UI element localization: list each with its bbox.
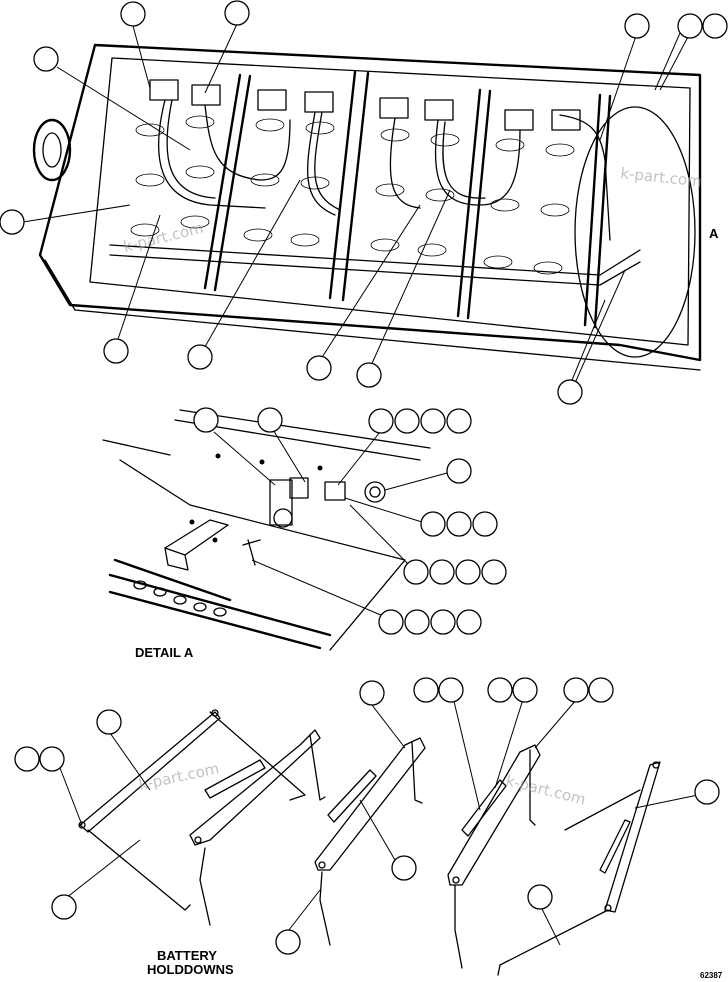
callout-bubble — [394, 408, 420, 434]
callout-bubble — [438, 677, 464, 703]
detail-a-block — [164, 519, 229, 571]
callout-bubble — [224, 0, 250, 26]
callout-bubble — [563, 677, 589, 703]
callout-bubble — [404, 609, 430, 635]
callout-bubble — [120, 1, 146, 27]
divider-bar-3 — [456, 88, 492, 320]
battery-cells — [130, 115, 575, 275]
callout-bubble — [39, 746, 65, 772]
callout-bubble — [378, 609, 404, 635]
callout-bubble — [103, 338, 129, 364]
callout-bubble — [403, 559, 429, 585]
battery-box-outline — [38, 43, 702, 362]
callout-bubble — [51, 894, 77, 920]
callout-bubble — [624, 13, 650, 39]
holddown-4 — [447, 744, 541, 969]
callout-bubble — [487, 677, 513, 703]
callout-bubble — [481, 559, 507, 585]
detail-a-bracket — [242, 477, 386, 566]
callout-bubble — [33, 46, 59, 72]
detail-a-view: DETAIL A — [102, 409, 431, 660]
callout-bubble — [677, 13, 703, 39]
battery-holddowns-label-line2: HOLDDOWNS — [147, 962, 234, 977]
detail-a-circle — [574, 106, 696, 358]
battery-box-inner-rim — [89, 57, 691, 346]
holddown-2 — [189, 729, 326, 926]
callout-bubble — [359, 680, 385, 706]
figure-number: 62387 — [700, 971, 723, 980]
callout-bubble — [14, 746, 40, 772]
callout-bubble — [430, 609, 456, 635]
holddown-3 — [314, 737, 426, 946]
holddown-1 — [78, 709, 306, 911]
lifting-eye — [32, 118, 72, 182]
watermark: k-part.com — [620, 164, 703, 190]
callout-bubble — [420, 408, 446, 434]
battery-holddowns-label-line1: BATTERY — [157, 948, 217, 963]
callout-bubble — [257, 407, 283, 433]
callout-bubble — [446, 511, 472, 537]
detail-a-rail — [108, 558, 332, 650]
callout-bubble — [368, 408, 394, 434]
callout-bubble — [446, 408, 472, 434]
callout-bubble — [187, 344, 213, 370]
callout-bubble — [429, 559, 455, 585]
callout-bubble — [391, 855, 417, 881]
callout-bubble — [275, 929, 301, 955]
callouts-detail-a — [193, 407, 507, 635]
callout-bubble — [588, 677, 614, 703]
detail-a-label: DETAIL A — [135, 645, 194, 660]
callout-bubble — [512, 677, 538, 703]
callout-bubble — [96, 709, 122, 735]
detail-a-rail-slots — [133, 580, 227, 617]
holddown-5 — [497, 761, 661, 976]
battery-cables — [109, 99, 641, 286]
callout-bubble — [446, 458, 472, 484]
callout-bubble — [456, 609, 482, 635]
callout-bubble — [413, 677, 439, 703]
callout-bubble — [472, 511, 498, 537]
battery-holddowns-view: k-part.com k-part.com BATTERY HOLDDOWNS … — [78, 709, 723, 980]
divider-bar-1 — [203, 73, 252, 292]
callout-bubble — [193, 407, 219, 433]
callout-bubble — [702, 13, 728, 39]
callout-bubble — [306, 355, 332, 381]
callout-bubble — [0, 209, 25, 235]
watermark: k-part.com — [504, 771, 588, 808]
callout-bubble — [356, 362, 382, 388]
callout-bubble — [557, 379, 583, 405]
callout-bubble — [527, 884, 553, 910]
callouts-holddowns — [14, 677, 720, 955]
detail-a-frame — [102, 409, 431, 651]
divider-bar-2 — [328, 70, 370, 302]
divider-bar-4 — [583, 93, 612, 329]
callouts-top — [0, 0, 728, 405]
callout-bubble — [420, 511, 446, 537]
callout-bubble — [694, 779, 720, 805]
battery-box-bottom-edge — [44, 259, 701, 371]
detail-a-marker: A — [709, 226, 719, 241]
detail-a-bolts — [189, 453, 323, 543]
callout-bubble — [455, 559, 481, 585]
